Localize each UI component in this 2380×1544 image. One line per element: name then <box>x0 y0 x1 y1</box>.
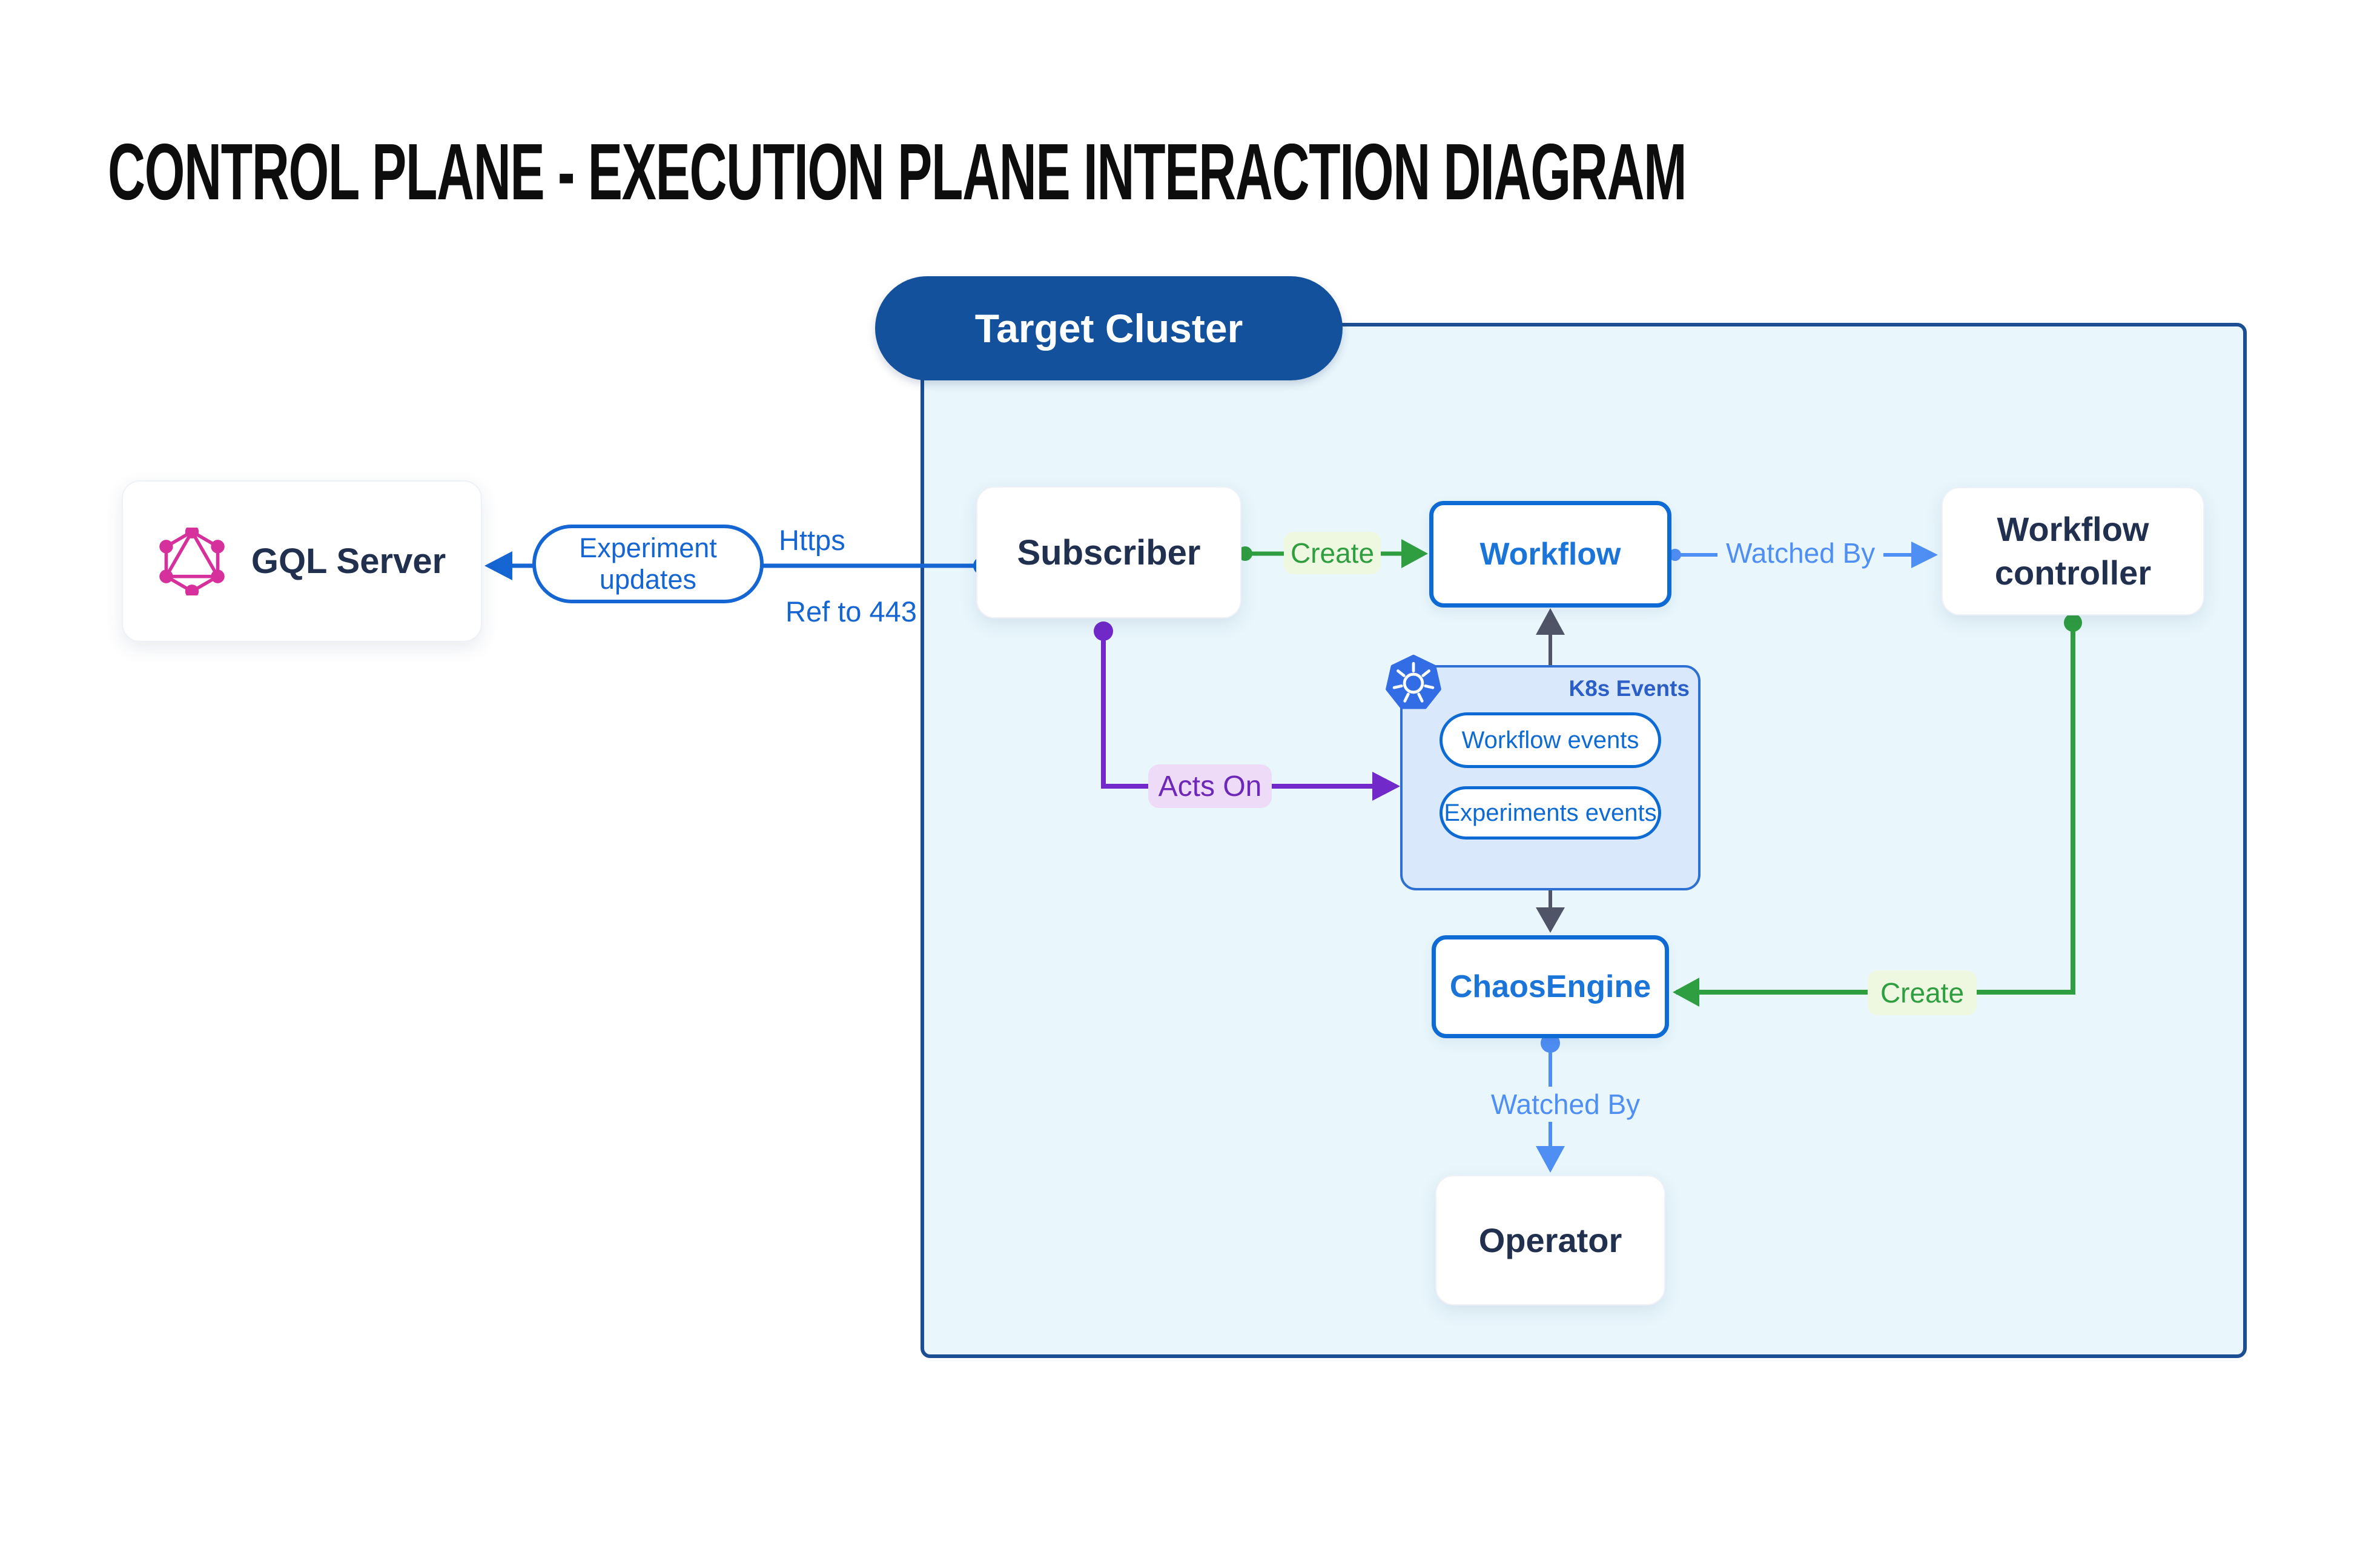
workflow-controller-node: Workflow controller <box>1942 487 2204 615</box>
chaos-engine-label: ChaosEngine <box>1449 969 1651 1004</box>
target-cluster-label: Target Cluster <box>974 306 1243 351</box>
create-chaos-engine-label: Create <box>1868 970 1977 1015</box>
gql-server-label: GQL Server <box>251 542 446 581</box>
experiment-updates-line1: Experiment <box>579 532 717 563</box>
experiments-events-pill: Experiments events <box>1440 786 1661 840</box>
target-cluster-pill: Target Cluster <box>875 276 1343 380</box>
workflow-events-text: Workflow events <box>1461 726 1639 754</box>
create-chaos-engine-text: Create <box>1880 977 1965 1009</box>
https-label: Https <box>779 524 845 556</box>
operator-node: Operator <box>1435 1175 1665 1305</box>
watched-by-operator-label: Watched By <box>1457 1087 1674 1122</box>
acts-on-text: Acts On <box>1158 770 1262 803</box>
k8s-events-label: K8s Events <box>1568 676 1690 701</box>
subscriber-label: Subscriber <box>1017 532 1201 572</box>
workflow-node: Workflow <box>1429 501 1671 608</box>
create-workflow-text: Create <box>1290 537 1375 569</box>
gql-server-node: GQL Server <box>122 480 482 642</box>
watched-by-controller-text: Watched By <box>1726 537 1876 569</box>
acts-on-label: Acts On <box>1148 764 1272 808</box>
workflow-label: Workflow <box>1479 537 1621 572</box>
experiment-updates-line2: updates <box>599 564 697 595</box>
workflow-controller-line2: controller <box>1994 554 2152 592</box>
watched-by-operator-text: Watched By <box>1490 1088 1641 1120</box>
graphql-icon <box>159 527 225 595</box>
operator-label: Operator <box>1478 1221 1622 1259</box>
workflow-controller-line1: Workflow <box>1997 510 2149 549</box>
workflow-events-pill: Workflow events <box>1440 712 1661 768</box>
subscriber-node: Subscriber <box>976 486 1241 618</box>
edge-https-arrowhead <box>484 551 512 580</box>
create-workflow-label: Create <box>1284 532 1381 574</box>
ref-to-443-label: Ref to 443 <box>785 595 917 628</box>
kubernetes-icon <box>1386 654 1441 709</box>
chaos-engine-node: ChaosEngine <box>1432 935 1669 1038</box>
experiments-events-text: Experiments events <box>1444 799 1657 826</box>
watched-by-controller-label: Watched By <box>1717 535 1884 571</box>
experiment-updates-label: Experiment updates <box>532 525 764 603</box>
page-title: CONTROL PLANE - EXECUTION PLANE INTERACT… <box>108 127 1687 216</box>
k8s-events-box <box>1400 665 1701 890</box>
